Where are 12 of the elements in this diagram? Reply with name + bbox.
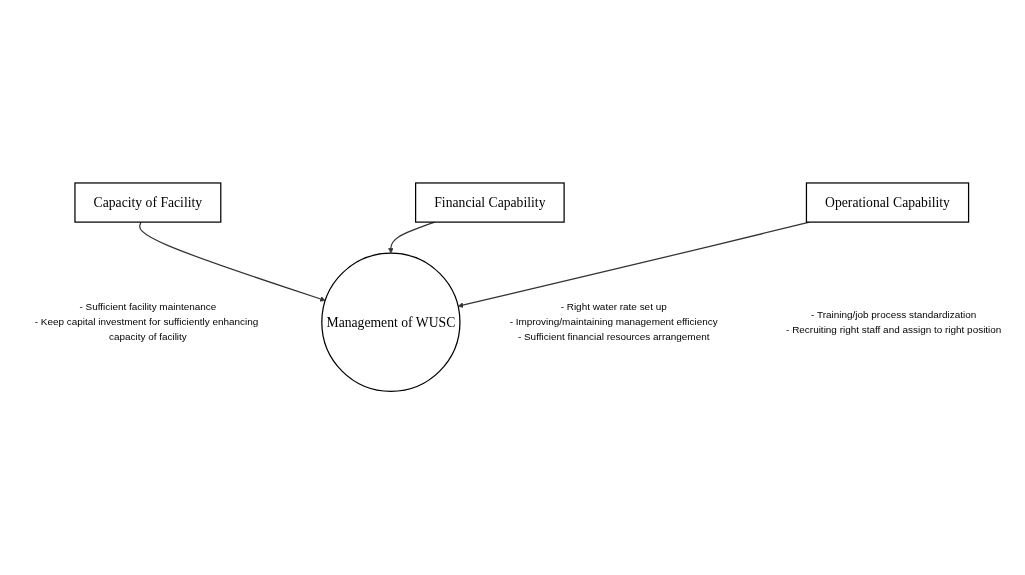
node-label: - Training/job process standardization <box>811 309 977 321</box>
node-box: Operational Capability <box>805 182 970 224</box>
node-box: Capacity of Facility <box>74 182 222 224</box>
node-label: - Recruiting right staff and assign to right position <box>786 324 1002 336</box>
node-circle: Management of WUSC <box>321 252 461 393</box>
node-label: - Sufficient financial resources arrangement <box>517 331 710 343</box>
node-label: - Sufficient facility maintenance <box>79 302 217 313</box>
arrow <box>139 221 326 302</box>
node-label: - Right water rate set up <box>560 302 667 313</box>
node-box: Financial Capability <box>415 182 565 224</box>
node-label: - Improving/maintaining management efficiency <box>509 317 718 328</box>
node-label: - Keep capital investment for sufficiently enhancing capacity of facility <box>34 317 259 343</box>
